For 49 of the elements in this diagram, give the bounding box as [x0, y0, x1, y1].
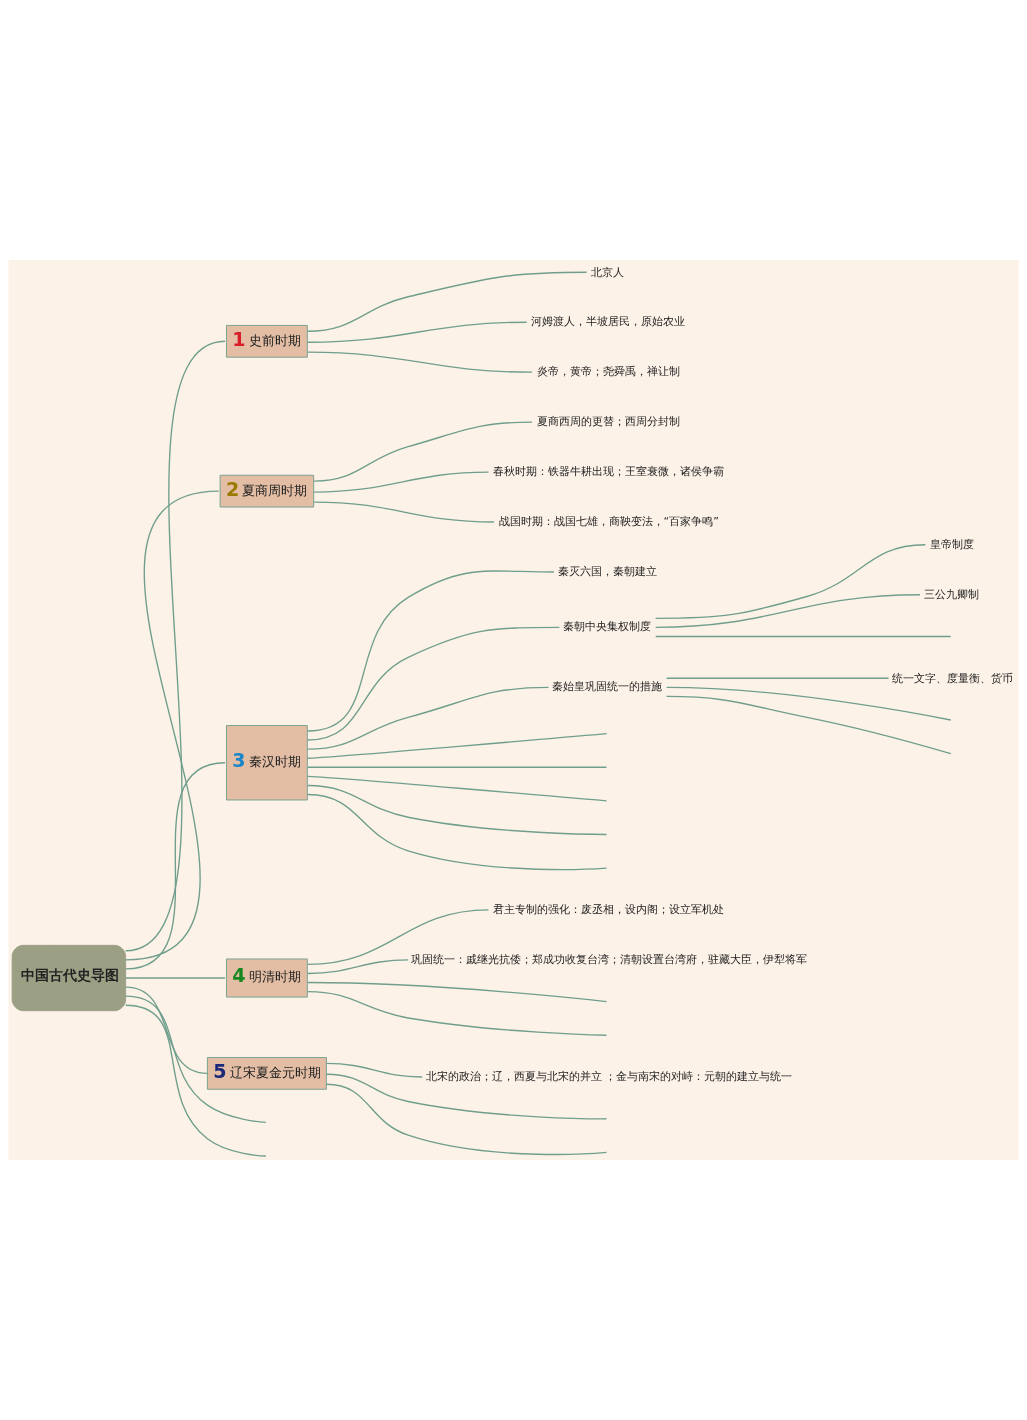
node-text: 北宋的政治；辽，西夏与北宋的并立 ；金与南宋的对峙：元朝的建立与统一	[425, 1070, 793, 1084]
connector	[307, 686, 550, 750]
connector	[307, 909, 490, 966]
connector	[124, 340, 226, 952]
connector	[124, 986, 209, 1075]
connector	[307, 990, 608, 1036]
node-text: 春秋时期：铁器牛耕出现；王室衰微，诸侯争霸	[493, 465, 725, 479]
node-text: 皇帝制度	[929, 538, 974, 552]
node-text: 战国时期：战国七雄，商鞅变法，“百家争鸣”	[498, 515, 719, 529]
connector	[307, 570, 555, 732]
connector	[307, 784, 608, 836]
connector	[307, 271, 588, 332]
connector	[313, 501, 495, 523]
connector	[124, 1004, 267, 1157]
connector	[325, 1083, 608, 1156]
connector	[307, 981, 608, 1003]
node-text: 炎帝，黄帝；尧舜禹，禅让制	[536, 365, 680, 379]
connector	[307, 321, 528, 343]
connector	[307, 959, 409, 975]
node-text: 河姆渡人，半坡居民，原始农业	[531, 315, 686, 329]
connector	[124, 977, 226, 979]
node-text: 巩固统一：戚继光抗倭；郑成功收复台湾；清朝设置台湾府，驻藏大臣，伊犁将军	[411, 953, 808, 967]
connector	[307, 733, 608, 759]
connector	[307, 626, 561, 741]
node-text: 统一文字、度量衡、货币	[891, 671, 1013, 685]
node-text: 秦灭六国，秦朝建立	[558, 565, 658, 579]
connector	[307, 351, 533, 373]
connector	[654, 635, 952, 638]
node-text: 君主专制的强化：废丞相，设内阁；设立军机处	[493, 903, 725, 917]
connector	[665, 686, 952, 721]
connector	[325, 1073, 608, 1120]
connector	[124, 762, 226, 970]
connector	[307, 775, 608, 802]
node-text: 北京人	[591, 265, 625, 279]
connector	[307, 793, 608, 871]
node-text: 夏商西周的更替；西周分封制	[536, 415, 680, 429]
node-text: 秦朝中央集权制度	[563, 620, 651, 634]
connector	[654, 594, 921, 629]
connector	[124, 490, 220, 961]
node-text: 三公九卿制	[924, 587, 980, 601]
connector	[654, 544, 927, 619]
connector	[665, 695, 952, 755]
connector	[307, 766, 608, 768]
node-text: 秦始皇巩固统一的措施	[552, 680, 663, 694]
connector	[325, 1062, 423, 1078]
connector	[313, 471, 490, 493]
connector	[665, 677, 890, 679]
connector	[124, 995, 267, 1124]
connector	[313, 421, 533, 482]
